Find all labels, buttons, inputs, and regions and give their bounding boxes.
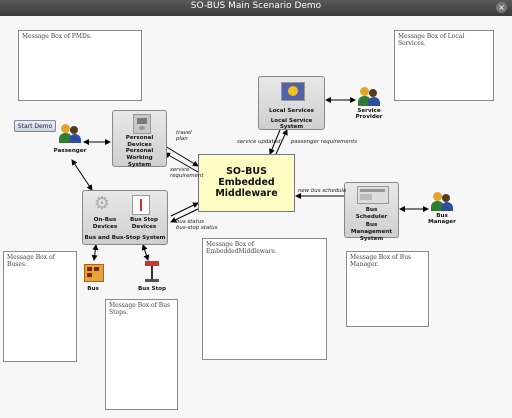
local-services-label: Local Services Local Service System [269,108,314,131]
monitor-smiley-icon [281,82,305,101]
bus-manager-message-box[interactable]: Message Box of Bus Manager. [346,251,429,327]
local-service-system-node[interactable]: Local Services Local Service System [258,76,325,130]
bus-status-label: bus status bus-stop status [176,219,218,231]
bus-label: Bus [87,286,99,292]
gear-icon: ⚙ [93,193,111,214]
service-provider-icon[interactable] [358,87,380,107]
middleware-line2: Embedded [218,176,275,188]
passenger-requirements-label: passenger requirements [291,139,358,145]
pda-icon [133,114,151,134]
scheduler-icon [357,186,389,204]
bus-icon[interactable] [82,262,104,282]
travel-plan-label: travel plan [176,130,192,142]
pmd-message-box[interactable]: Message Box of PMDs. [18,30,142,101]
service-requirement-label: service requirement [170,167,204,179]
bus-manager-icon[interactable] [431,192,453,212]
passenger-icon[interactable] [59,124,81,144]
personal-devices-label: Personal Devices Personal Working System [125,135,154,168]
middleware-node[interactable]: SO-BUS Embedded Middleware [198,154,295,212]
local-services-message-box[interactable]: Message Box of Local Services. [394,30,494,101]
close-icon[interactable]: × [496,2,507,13]
window-title: SO-BUS Main Scenario Demo [190,1,322,11]
passenger-label: Passenger [53,148,87,154]
bus-stop-icon[interactable] [141,261,163,283]
new-bus-schedule-label: new bus schedule [298,188,347,194]
middleware-title: SO-BUS [226,166,267,177]
bus-system-label: Bus and Bus-Stop System [84,235,166,241]
bus-management-system-node[interactable]: Bus Scheduler Bus Management System [344,182,399,242]
bus-stop-label: Bus Stop [137,286,167,292]
title-bar: SO-BUS Main Scenario Demo × [0,0,512,16]
start-demo-button[interactable]: Start Demo [14,120,56,132]
bus-manager-label: Bus Manager [428,213,456,225]
middleware-message-box[interactable]: Message Box of EmbeddedMiddleware. [202,238,327,360]
on-bus-devices-label: On-Bus Devices [92,217,118,230]
bus-system-node[interactable]: ⚙ On-Bus Devices Bus Stop Devices Bus an… [82,190,168,245]
bus-stop-devices-label: Bus Stop Devices [129,217,159,230]
middleware-line3: Middleware [215,187,278,199]
personal-working-system-node[interactable]: Personal Devices Personal Working System [112,110,167,168]
bus-stops-message-box[interactable]: Message Box of Bus Stops. [105,299,178,410]
service-provider-label: Service Provider [355,108,383,120]
bus-scheduler-label: Bus Scheduler Bus Management System [350,207,393,242]
service-updated-label: service updated [237,139,281,145]
bus-stop-device-icon [132,195,150,215]
buses-message-box[interactable]: Message Box of Buses. [3,251,77,362]
